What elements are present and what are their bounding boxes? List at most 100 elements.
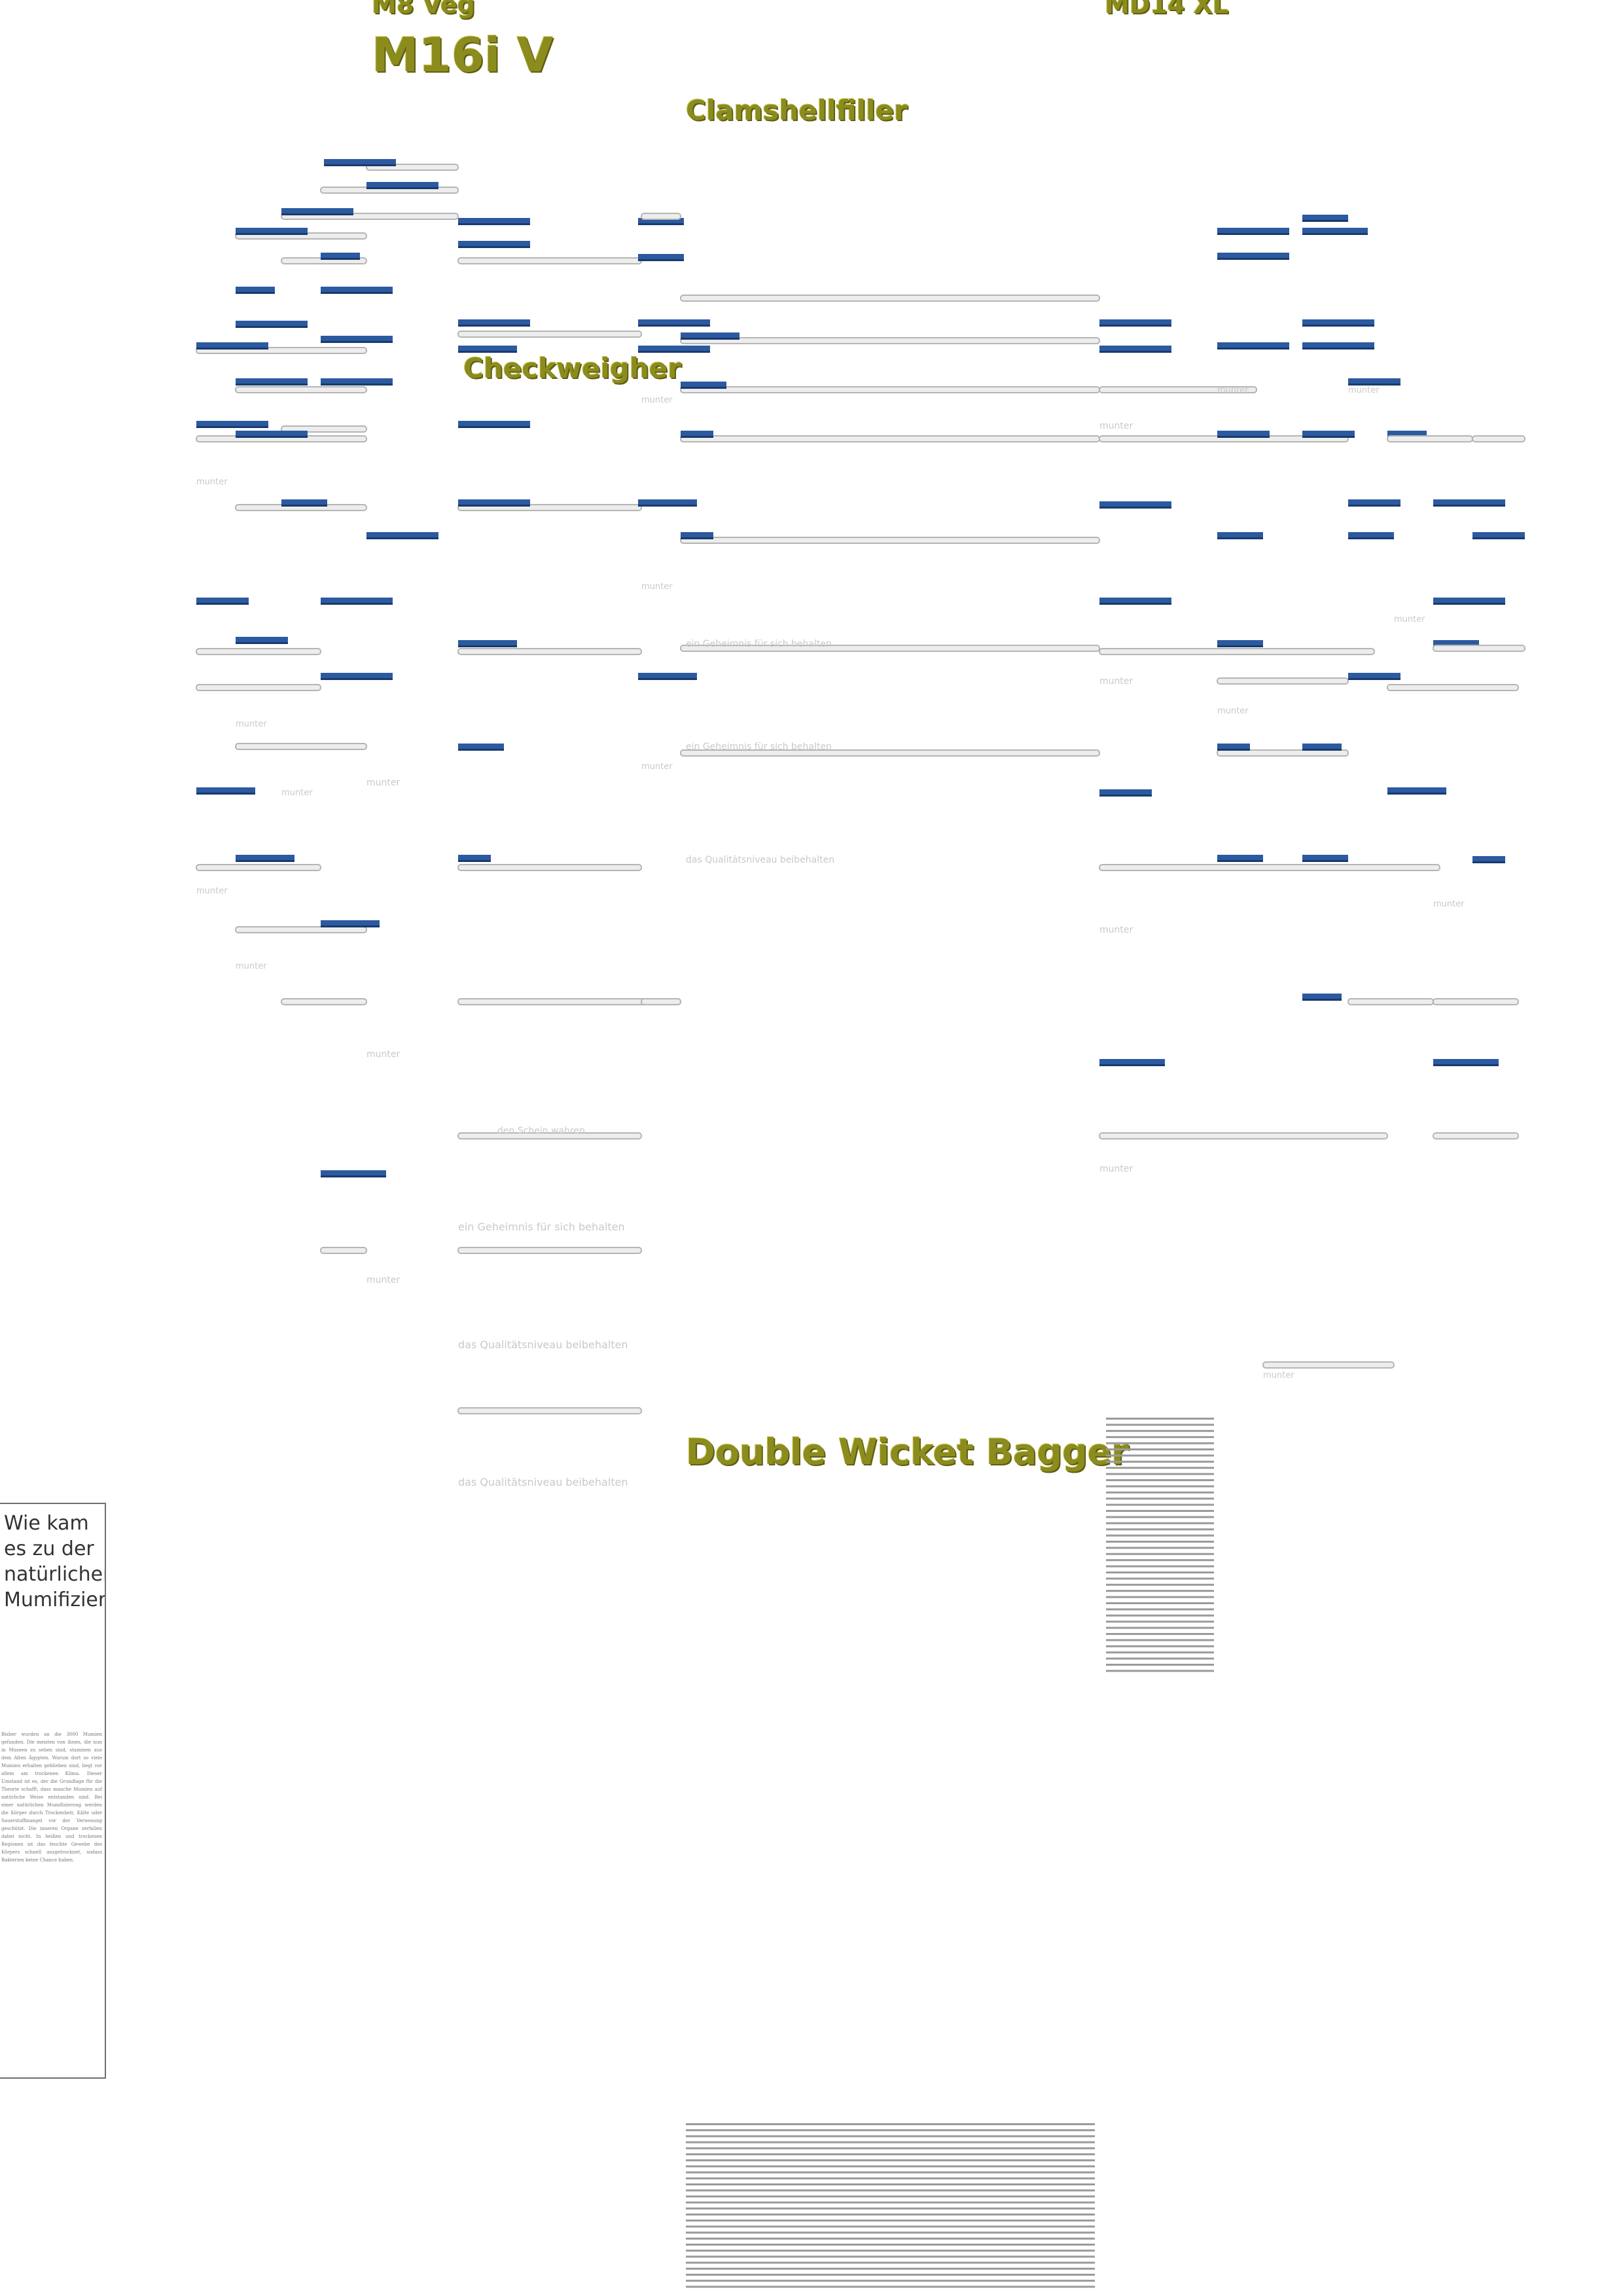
faint-label: munter bbox=[1433, 899, 1465, 909]
node-tag-shadow bbox=[321, 925, 380, 927]
striped-line bbox=[686, 2123, 1095, 2125]
faint-label: ein Geheimnis für sich behalten bbox=[458, 1221, 625, 1233]
faint-label: munter bbox=[366, 1049, 400, 1060]
faint-label: munter bbox=[641, 582, 673, 592]
striped-line bbox=[686, 2183, 1095, 2185]
connector-bar bbox=[235, 386, 367, 393]
node-tag-shadow bbox=[1302, 233, 1368, 235]
node-tag bbox=[1217, 342, 1289, 348]
node-tag-shadow bbox=[1217, 258, 1289, 260]
node-tag bbox=[236, 431, 308, 436]
node-tag-shadow bbox=[366, 187, 438, 189]
striped-line bbox=[686, 2171, 1095, 2174]
node-tag bbox=[321, 1170, 386, 1175]
node-tag-shadow bbox=[638, 259, 684, 261]
node-tag bbox=[1348, 378, 1400, 384]
node-tag bbox=[196, 342, 268, 348]
faint-label: munter bbox=[1394, 615, 1425, 624]
connector-bar bbox=[457, 1407, 642, 1414]
node-tag bbox=[1302, 855, 1348, 860]
node-tag-shadow bbox=[196, 603, 249, 605]
node-tag bbox=[236, 287, 275, 292]
faint-label: munter bbox=[236, 961, 267, 971]
faint-label: munter bbox=[196, 886, 228, 896]
striped-line bbox=[1106, 1541, 1214, 1543]
node-tag bbox=[458, 421, 530, 426]
striped-line bbox=[686, 2244, 1095, 2246]
heading-m8-veg: M8 Veg bbox=[372, 0, 475, 19]
node-tag-shadow bbox=[681, 387, 726, 389]
connector-bar bbox=[1217, 749, 1349, 757]
node-tag bbox=[1099, 501, 1171, 507]
node-tag-shadow bbox=[638, 351, 710, 353]
faint-label: das Qualitätsniveau beibehalten bbox=[458, 1476, 628, 1488]
node-tag-shadow bbox=[458, 223, 530, 225]
faint-label: munter bbox=[366, 778, 400, 788]
striped-line bbox=[1106, 1614, 1214, 1617]
faint-label: munter bbox=[1348, 386, 1380, 395]
node-tag-shadow bbox=[236, 233, 308, 235]
striped-line bbox=[1106, 1424, 1214, 1426]
striped-line bbox=[686, 2255, 1095, 2258]
striped-line bbox=[686, 2286, 1095, 2288]
node-tag-shadow bbox=[281, 213, 353, 215]
striped-line bbox=[1106, 1491, 1214, 1494]
faint-label: munter bbox=[1217, 706, 1249, 716]
striped-line bbox=[1106, 1639, 1214, 1641]
node-tag-shadow bbox=[324, 164, 396, 166]
node-tag bbox=[1217, 744, 1250, 749]
node-tag bbox=[458, 855, 491, 860]
connector-bar bbox=[680, 295, 1100, 302]
node-tag bbox=[1387, 431, 1427, 436]
striped-line bbox=[1106, 1534, 1214, 1537]
node-tag-shadow bbox=[458, 351, 517, 353]
node-tag bbox=[458, 218, 530, 223]
node-tag bbox=[1217, 532, 1263, 537]
node-tag bbox=[321, 336, 393, 341]
striped-line bbox=[686, 2141, 1095, 2144]
connector-bar bbox=[457, 864, 642, 871]
heading-checkweigher: Checkweigher bbox=[463, 352, 681, 384]
node-tag-shadow bbox=[1099, 507, 1171, 509]
node-tag-shadow bbox=[236, 384, 308, 386]
node-tag bbox=[1302, 319, 1374, 325]
striped-line bbox=[1106, 1436, 1214, 1439]
striped-line bbox=[1106, 1510, 1214, 1512]
node-tag bbox=[1433, 499, 1505, 505]
striped-line bbox=[1106, 1467, 1214, 1469]
striped-line bbox=[1106, 1633, 1214, 1635]
node-tag-shadow bbox=[1217, 645, 1263, 647]
connector-bar bbox=[1433, 1132, 1519, 1139]
connector-bar bbox=[281, 425, 367, 433]
node-tag-shadow bbox=[321, 1175, 386, 1177]
striped-line bbox=[686, 2237, 1095, 2240]
node-tag-shadow bbox=[1099, 795, 1152, 797]
node-tag-shadow bbox=[638, 223, 684, 225]
connector-bar bbox=[457, 1247, 642, 1254]
node-tag-shadow bbox=[1348, 384, 1400, 386]
node-tag-shadow bbox=[458, 426, 530, 428]
connector-bar bbox=[680, 749, 1100, 757]
node-tag bbox=[366, 182, 438, 187]
faint-label: munter bbox=[366, 1275, 400, 1285]
node-tag-shadow bbox=[1302, 220, 1348, 222]
connector-bar bbox=[196, 684, 321, 691]
striped-line bbox=[1106, 1429, 1214, 1432]
node-tag-shadow bbox=[1348, 505, 1400, 507]
node-tag bbox=[236, 855, 294, 860]
node-tag bbox=[1099, 346, 1171, 351]
node-tag-shadow bbox=[1472, 861, 1505, 863]
faint-label: munter bbox=[281, 788, 313, 798]
node-tag bbox=[1217, 431, 1270, 436]
node-tag bbox=[638, 218, 684, 223]
striped-line bbox=[1106, 1608, 1214, 1611]
node-tag-shadow bbox=[366, 537, 438, 539]
connector-bar bbox=[1099, 864, 1440, 871]
striped-line bbox=[1106, 1479, 1214, 1481]
striped-line bbox=[686, 2201, 1095, 2204]
node-tag-shadow bbox=[1099, 351, 1171, 353]
connector-bar bbox=[196, 864, 321, 871]
node-tag bbox=[321, 378, 393, 384]
node-tag bbox=[638, 673, 697, 678]
striped-line bbox=[686, 2129, 1095, 2132]
